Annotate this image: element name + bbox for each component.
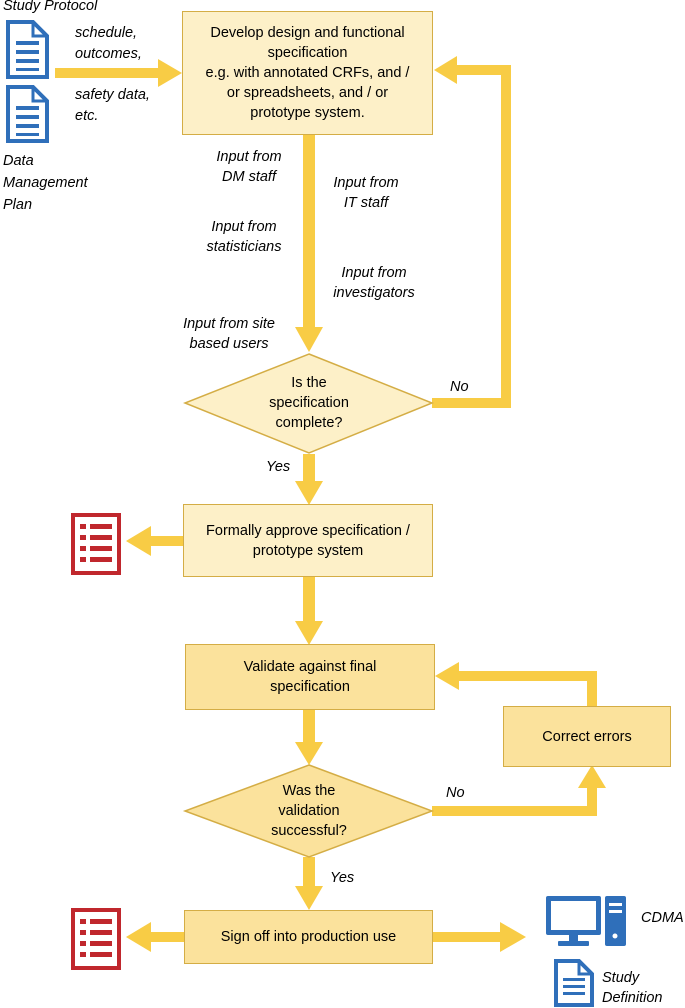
arrow-validate-to-decision2	[303, 709, 315, 743]
dm-plan-label-line3: Plan	[3, 197, 33, 213]
arrow-no1-horizontal	[432, 398, 511, 408]
correct-errors-box: Correct errors	[503, 706, 671, 767]
edge-label-yes-2: Yes	[330, 870, 355, 886]
arrow-correct-left-head	[435, 662, 459, 690]
arrow-approve-to-list-head	[126, 526, 151, 556]
decision1-line1: Is the	[291, 375, 327, 391]
connectors	[55, 56, 606, 952]
input-investigators: Input from investigators	[326, 263, 422, 303]
arrow-signoff-to-cdma	[432, 932, 502, 942]
arrow-develop-to-decision1	[303, 135, 315, 328]
study-definition-label-line1: Study	[602, 970, 640, 986]
arrow-no1-head	[434, 56, 457, 84]
arrow-yes2	[303, 857, 315, 887]
input-it-staff-line1: Input from	[333, 175, 399, 191]
arrow-docs-to-develop	[55, 68, 159, 78]
approve-line1: Formally approve specification /	[206, 522, 410, 539]
develop-spec-box: Develop design and functional specificat…	[182, 11, 433, 135]
edge-label-yes-1: Yes	[266, 459, 291, 475]
dm-plan-label-line1: Data	[3, 153, 34, 169]
decision-diamond-validation-successful	[182, 764, 435, 858]
arrow-yes1-head	[295, 481, 323, 505]
arrow-no2-head	[578, 765, 606, 788]
signoff-list-icon	[71, 908, 121, 970]
edge-label-no-1: No	[450, 379, 469, 395]
arrow-no1-top	[456, 65, 511, 75]
approval-list-icon	[71, 513, 121, 575]
decision2-line3: successful?	[271, 823, 347, 839]
computer-icon	[546, 896, 626, 946]
study-definition-document-icon	[554, 959, 594, 1007]
develop-line1: Develop design and functional	[210, 25, 405, 41]
dm-plan-document-icon	[6, 85, 49, 143]
arrow-approve-to-validate-head	[295, 621, 323, 645]
validate-box: Validate against final specification	[185, 644, 435, 710]
validate-line2: specification	[270, 679, 350, 695]
arrow-no1-vertical	[501, 65, 511, 408]
input-site-users-line1: Input from site	[183, 316, 275, 332]
input-statisticians-line2: statisticians	[206, 239, 282, 255]
input-investigators-line1: Input from	[341, 265, 407, 281]
input-dm-staff-line1: Input from	[216, 149, 282, 165]
develop-line4: or spreadsheets, and / or	[226, 85, 389, 101]
decision1-line3: complete?	[275, 415, 343, 431]
arrow-approve-to-validate	[303, 576, 315, 622]
input-it-staff: Input from IT staff	[323, 173, 409, 213]
arrow-correct-up	[587, 671, 597, 707]
arrow-signoff-to-list	[150, 932, 185, 942]
develop-line5: prototype system.	[250, 105, 365, 121]
input-site-users: Input from site based users	[172, 314, 286, 354]
arrow-correct-left	[458, 671, 597, 681]
input-statisticians-line1: Input from	[211, 219, 277, 235]
input-dm-staff: Input from DM staff	[206, 147, 292, 187]
arrow-approve-to-list	[150, 536, 185, 546]
input-it-staff-line2: IT staff	[343, 195, 389, 211]
validate-line1: Validate against final	[243, 659, 377, 675]
sign-off-label: Sign off into production use	[220, 929, 397, 945]
cdma-label: CDMA	[641, 910, 684, 926]
arrow-signoff-to-cdma-head	[500, 922, 526, 952]
arrow-no2-horizontal	[432, 806, 597, 816]
input-investigators-line2: investigators	[333, 285, 415, 301]
arrow-yes2-head	[295, 886, 323, 910]
study-protocol-label: Study Protocol	[3, 0, 98, 14]
decision2-line2: validation	[278, 803, 340, 819]
study-definition-label-line2: Definition	[602, 990, 663, 1006]
inputs-safety-data: safety data,	[75, 87, 150, 103]
decision-diamond-spec-complete	[182, 353, 435, 454]
dm-plan-label-line2: Management	[3, 175, 88, 191]
arrow-validate-to-decision2-head	[295, 742, 323, 765]
approve-line2: prototype system	[252, 542, 364, 559]
arrow-signoff-to-list-head	[126, 922, 151, 952]
arrow-docs-to-develop-head	[158, 59, 182, 87]
inputs-outcomes: outcomes,	[75, 46, 142, 62]
develop-line3: e.g. with annotated CRFs, and /	[205, 65, 410, 81]
study-protocol-document-icon	[6, 20, 49, 79]
develop-line2: specification	[267, 45, 348, 61]
arrow-yes1	[303, 454, 315, 482]
decision2-line1: Was the	[282, 783, 336, 799]
arrow-no2-vertical	[587, 787, 597, 816]
correct-errors-label: Correct errors	[542, 728, 632, 745]
sign-off-box: Sign off into production use	[184, 910, 433, 964]
approve-spec-box: Formally approve specification / prototy…	[183, 504, 433, 577]
decision1-line2: specification	[269, 395, 349, 411]
decision2-text: Was the validation successful?	[235, 778, 383, 844]
input-dm-staff-line2: DM staff	[222, 169, 276, 185]
decision1-text: Is the specification complete?	[235, 370, 383, 436]
inputs-etc: etc.	[75, 108, 99, 124]
input-site-users-line2: based users	[189, 336, 269, 352]
inputs-schedule: schedule,	[75, 25, 138, 41]
edge-label-no-2: No	[446, 785, 465, 801]
input-statisticians: Input from statisticians	[196, 217, 292, 257]
arrow-develop-to-decision1-head	[295, 327, 323, 352]
